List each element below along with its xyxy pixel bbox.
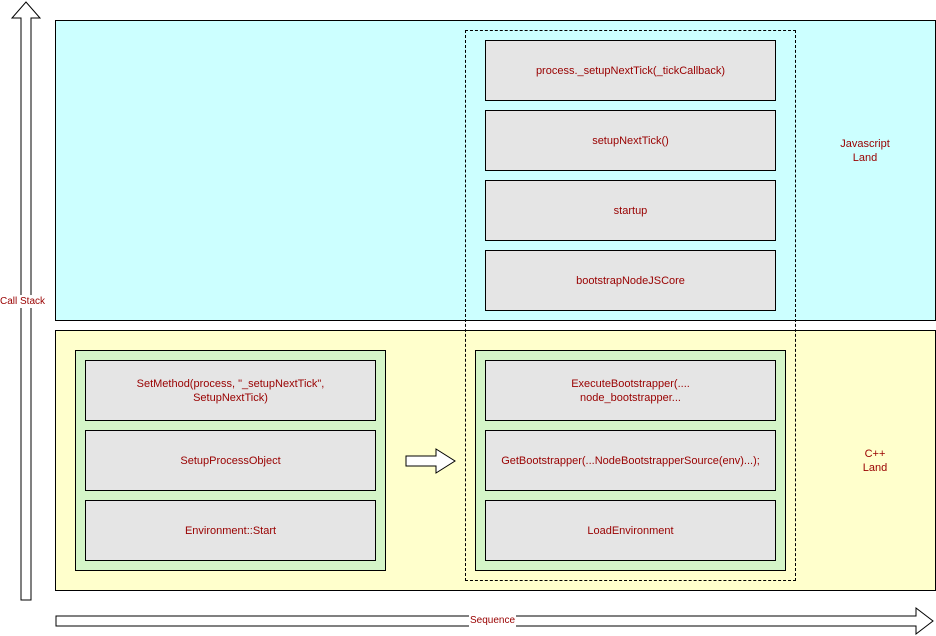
box-label-line1: SetMethod(process, "_setupNextTick", [136,377,325,390]
js-stack-label: bootstrapNodeJSCore [576,274,685,287]
javascript-label-line2: Land [852,152,878,164]
js-stack-label: process._setupNextTick(_tickCallback) [535,64,726,77]
box-label-line2: SetupNextTick) [193,391,268,404]
js-stack-box-setup-next-tick: setupNextTick() [485,110,776,171]
call-stack-axis-label: Call Stack [0,295,46,308]
transition-arrow [405,448,456,474]
js-stack-label: setupNextTick() [592,134,669,147]
box-label-line2: node_bootstrapper... [580,391,681,404]
box-label-line1: GetBootstrapper(...NodeBootstrapperSourc… [501,454,760,467]
cpp-label-line1: C++ [864,448,886,460]
cpp-stack-box-set-method: SetMethod(process, "_setupNextTick", Set… [85,360,376,421]
execution-path-highlight [465,30,796,581]
js-stack-box-bootstrap-node-js-core: bootstrapNodeJSCore [485,250,776,311]
box-label-line1: LoadEnvironment [587,524,674,537]
javascript-label-line1: Javascript [840,138,890,150]
sequence-axis-label: Sequence [469,614,517,627]
cpp-land-label: C++ Land [830,447,920,475]
cpp-stack-box-setup-process-object: SetupProcessObject [85,430,376,491]
javascript-land-label: Javascript Land [820,137,910,165]
box-label-line1: ExecuteBootstrapper(.... [571,377,690,390]
box-label-line1: SetupProcessObject [180,454,281,467]
cpp-label-line2: Land [862,462,888,474]
cpp-stack-box-load-environment: LoadEnvironment [485,500,776,561]
js-stack-label: startup [613,204,648,217]
js-stack-box-startup: startup [485,180,776,241]
cpp-stack-box-environment-start: Environment::Start [85,500,376,561]
cpp-stack-box-execute-bootstrapper: ExecuteBootstrapper(.... node_bootstrapp… [485,360,776,421]
box-label-line1: Environment::Start [184,524,277,537]
cpp-stack-box-get-bootstrapper: GetBootstrapper(...NodeBootstrapperSourc… [485,430,776,491]
js-stack-box-setup-next-tick-call: process._setupNextTick(_tickCallback) [485,40,776,101]
